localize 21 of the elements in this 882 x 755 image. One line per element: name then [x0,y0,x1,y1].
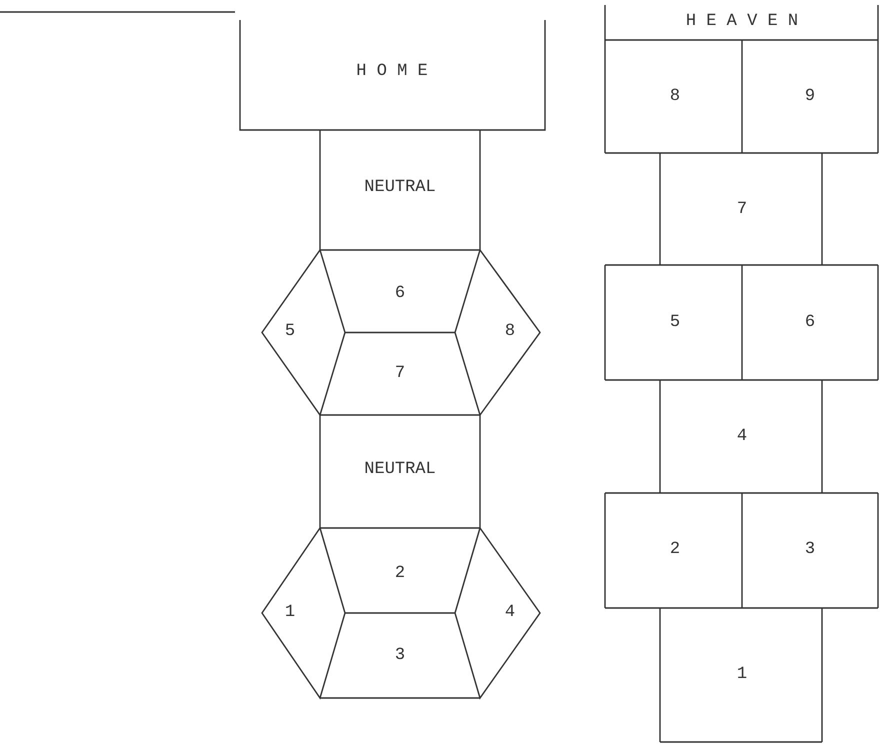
neutral-label: NEUTRAL [364,460,436,480]
square-number: 4 [736,427,748,447]
square-number: 9 [804,87,816,107]
square-number: 5 [670,313,680,333]
square-number: 5 [284,322,296,342]
square-number: 1 [284,603,296,623]
square-number: 1 [736,665,748,685]
square-number: 7 [736,200,748,220]
square-number: 6 [394,284,406,304]
square-number: 4 [504,603,516,623]
home-label: HOME [356,62,428,82]
neutral-label: NEUTRAL [364,178,436,198]
square-number: 2 [670,540,680,560]
square-number: 2 [394,564,406,584]
square-number: 8 [670,87,680,107]
square-number: 3 [804,540,816,560]
square-number: 8 [504,322,516,342]
square-number: 6 [804,313,816,333]
square-number: 3 [394,646,406,666]
heaven-label: HEAVEN [686,12,798,32]
square-number: 7 [394,364,406,384]
